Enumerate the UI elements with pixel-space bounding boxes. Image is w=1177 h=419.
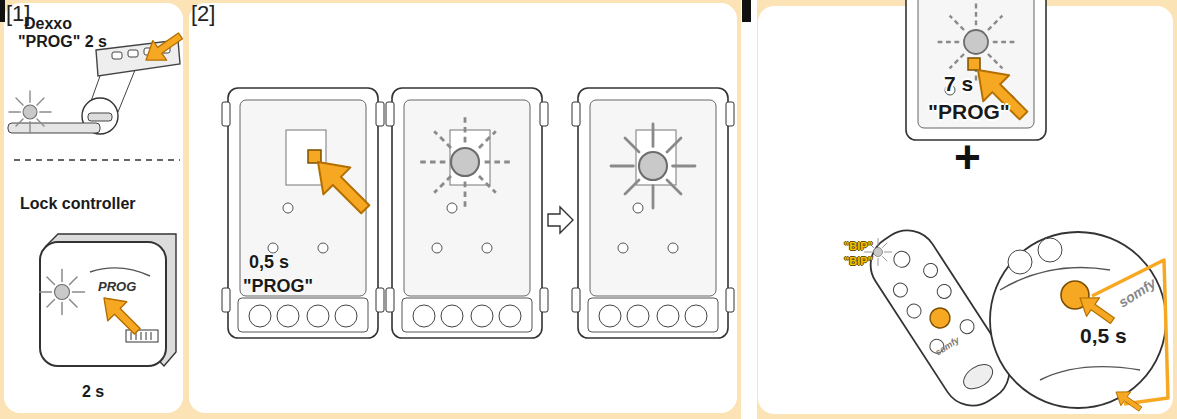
brand-logo: somfy bbox=[934, 336, 962, 359]
duration: 0,5 s bbox=[249, 253, 289, 273]
button-label: PROG bbox=[98, 280, 136, 294]
device-name: Dexxo bbox=[24, 15, 72, 33]
duration: 0,5 s bbox=[1080, 324, 1127, 347]
beep-sound: "BIP" bbox=[844, 240, 873, 252]
duration: 7 s bbox=[944, 72, 973, 95]
duration: 2 s bbox=[82, 383, 104, 401]
panel-frame bbox=[757, 0, 1177, 419]
button-label: "PROG" bbox=[243, 277, 313, 297]
brand-logo: somfy bbox=[1116, 276, 1159, 311]
step-number: [2] bbox=[191, 2, 215, 26]
instruction-panel: [2] 0,5 s "PROG" bbox=[189, 3, 737, 413]
device-name: Lock controller bbox=[20, 195, 136, 213]
instruction-panel: [1]Dexxo"PROG" 2 sLock controllerPROG2 s bbox=[4, 3, 183, 413]
corner-mark bbox=[742, 0, 751, 22]
button-label: "PROG" bbox=[928, 100, 1010, 123]
instruction: "PROG" 2 s bbox=[18, 33, 107, 51]
beep-sound: "BIP" bbox=[844, 255, 873, 267]
instruction-panel: 7 s "PROG" + "BIP" "BIP" 0,5 s somfy somfy bbox=[758, 6, 1173, 414]
panel-frame bbox=[0, 0, 741, 419]
plus-sign: + bbox=[954, 132, 981, 183]
